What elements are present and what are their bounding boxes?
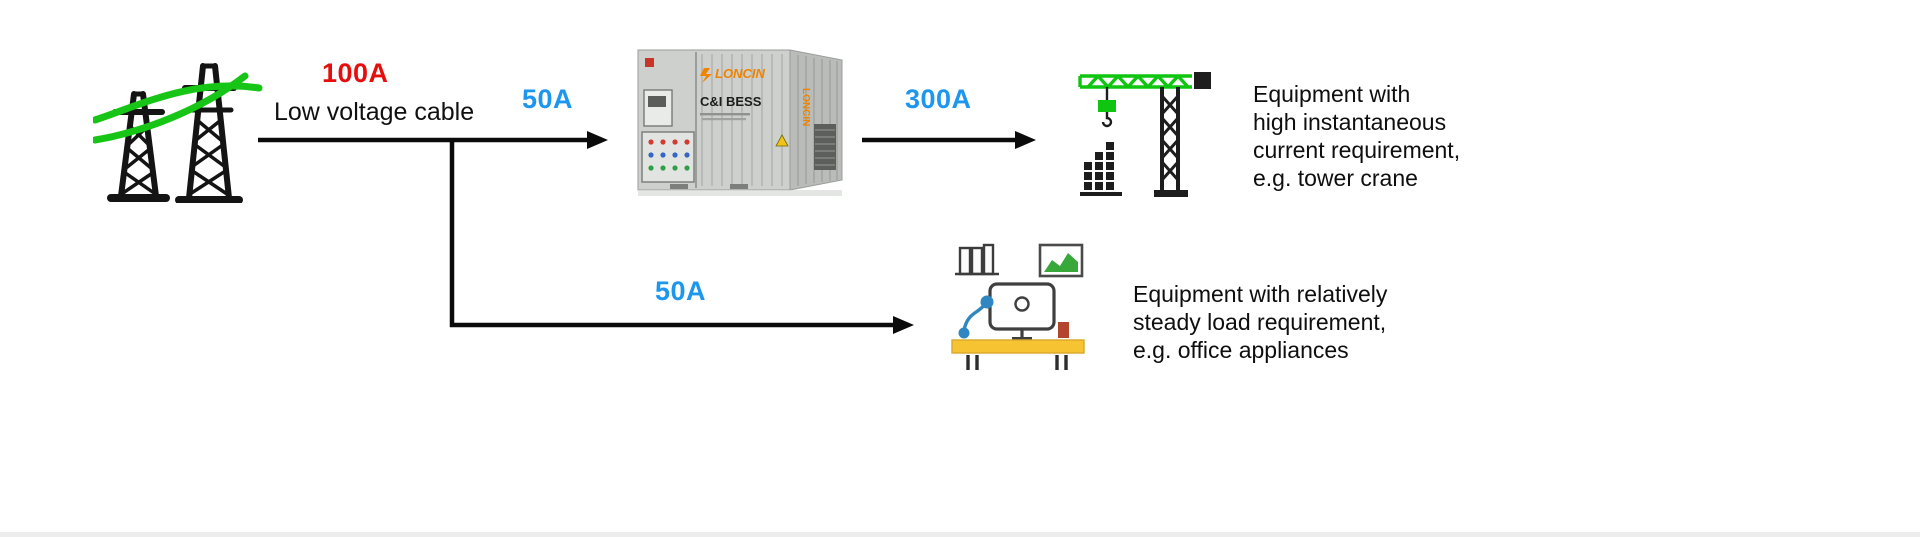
label-office-feed-current: 50A	[655, 276, 707, 306]
crane-hook-trolley	[1098, 87, 1116, 128]
building-blocks	[1080, 142, 1122, 196]
arrow-bess-to-crane	[862, 131, 1036, 149]
lightning-bolt-icon	[700, 68, 712, 83]
crane-note: Equipment with high instantaneous curren…	[1253, 81, 1461, 191]
bookshelf	[955, 243, 999, 276]
office-appliances-icon	[948, 240, 1088, 380]
bess-brand-text: LONCIN	[715, 66, 765, 81]
desk	[951, 339, 1085, 370]
picture-frame	[1038, 243, 1084, 278]
container-vent	[814, 124, 836, 170]
desk-lamp	[958, 295, 994, 339]
crane-counterweight	[1194, 72, 1211, 89]
bottom-edge-strip	[0, 532, 1920, 537]
crane-mast	[1160, 87, 1180, 192]
label-bess-feed-current: 50A	[522, 84, 574, 114]
container-branding: LONCIN C&I BESS LONCIN	[645, 58, 811, 126]
bess-container-image: LONCIN C&I BESS LONCIN	[630, 28, 850, 206]
warning-sticker-icon	[775, 134, 789, 147]
green-cables	[91, 72, 263, 144]
label-crane-feed-current: 300A	[905, 84, 972, 114]
crane-base	[1154, 190, 1188, 197]
arrow-grid-to-bess	[258, 131, 608, 149]
power-towers-icon	[91, 48, 263, 204]
bess-side-brand-text: LONCIN	[800, 88, 811, 126]
crane-jib	[1078, 74, 1192, 89]
label-main-current: 100A	[322, 58, 389, 88]
label-cable-type: Low voltage cable	[274, 98, 475, 126]
container-control-panel	[641, 89, 789, 183]
monitor	[988, 282, 1056, 341]
arrow-branch-to-office	[449, 138, 914, 334]
bess-model-text: C&I BESS	[700, 94, 762, 109]
mug	[1058, 322, 1069, 338]
container-shadow	[638, 190, 842, 196]
tower-crane-icon	[1078, 66, 1213, 198]
office-note: Equipment with relatively steady load re…	[1133, 281, 1388, 363]
